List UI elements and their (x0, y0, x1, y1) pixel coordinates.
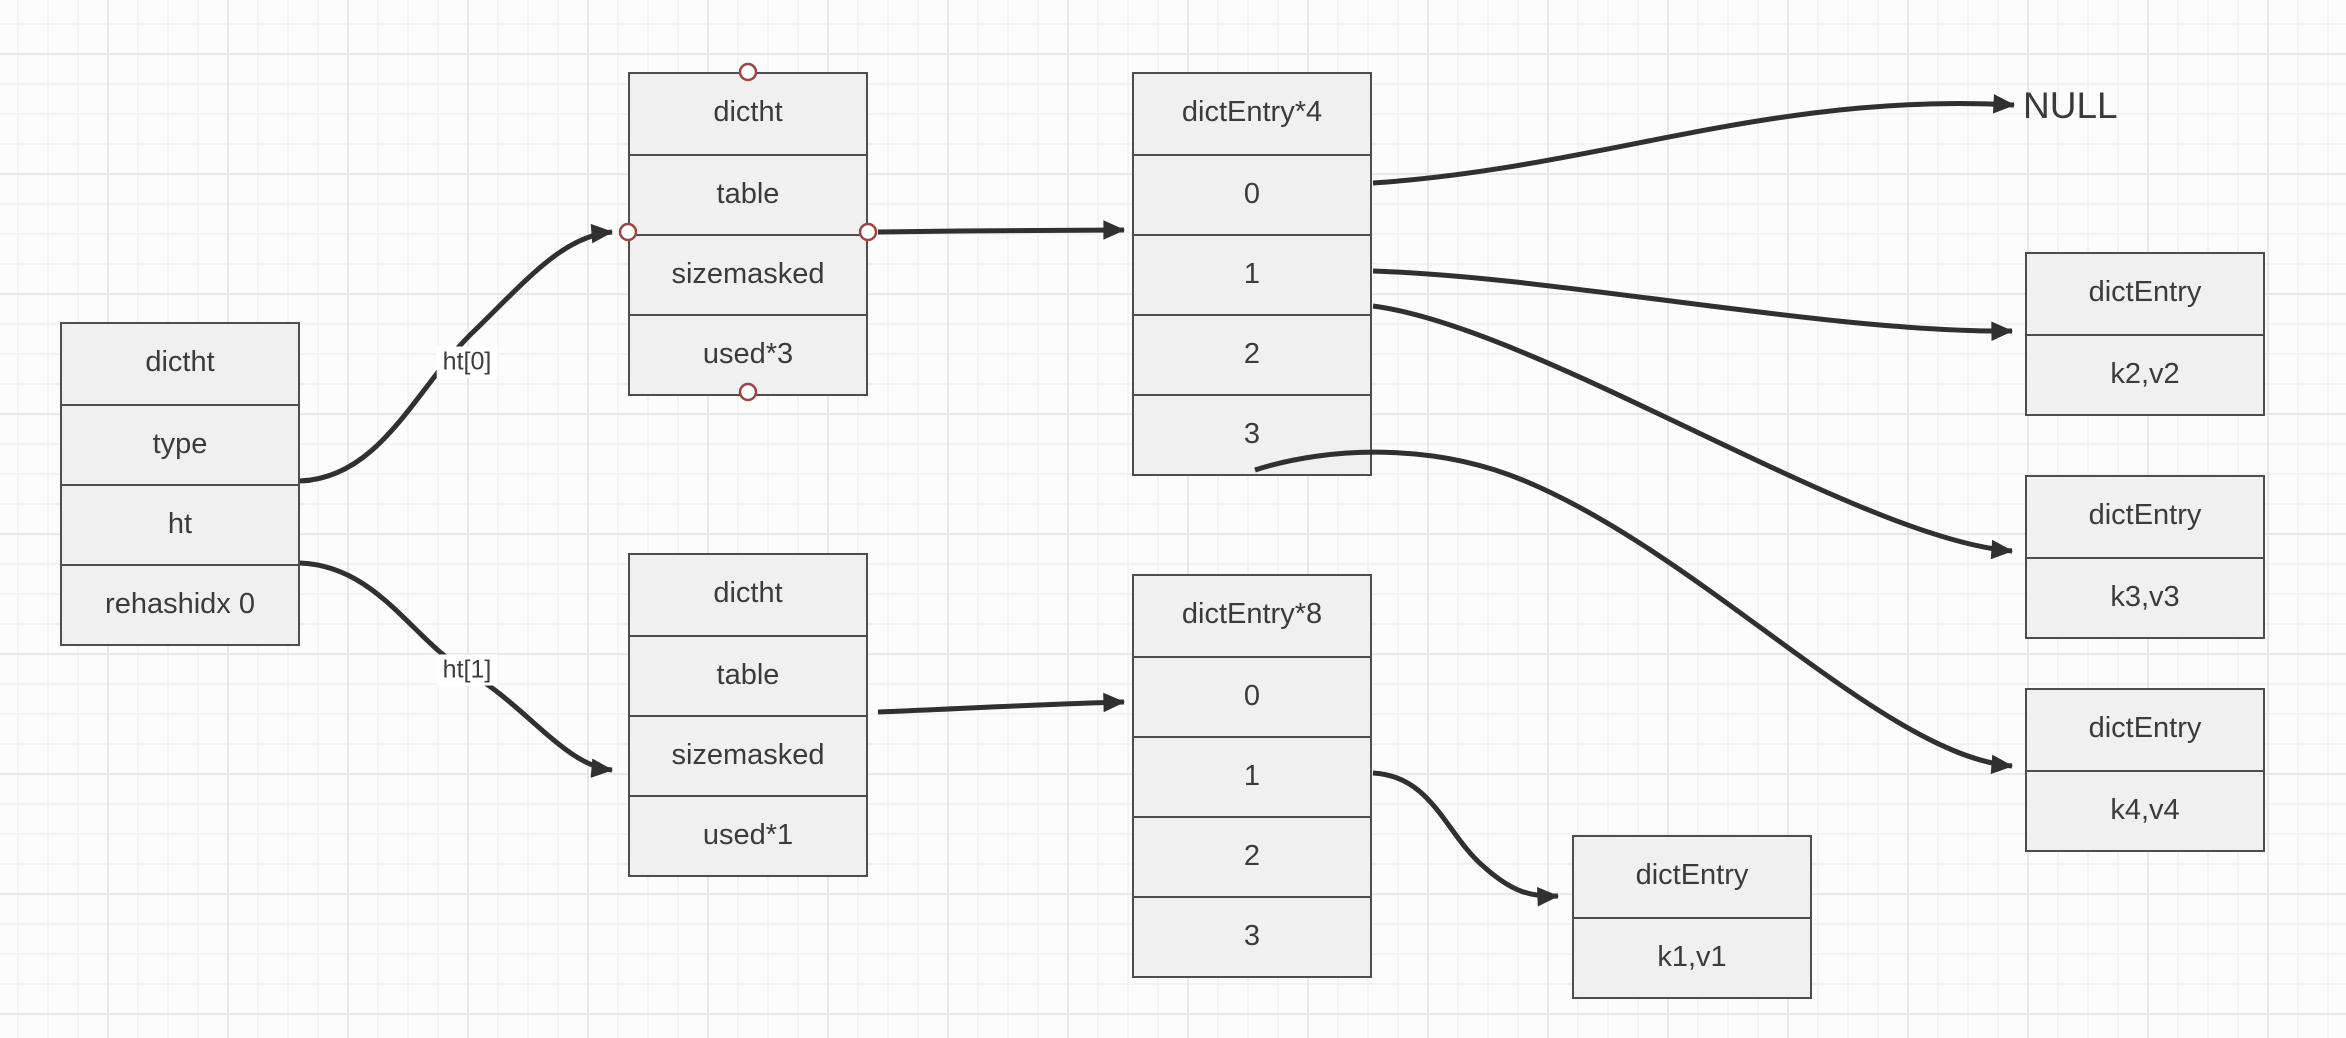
table4-cell-header[interactable]: dictEntry*4 (1181, 96, 1323, 128)
table4-slot-3[interactable]: 3 (1134, 394, 1370, 474)
dict-cell-rehashidx[interactable]: rehashidx 0 (62, 564, 298, 644)
edge-slot2-entry3[interactable] (1372, 303, 2014, 560)
entry2-cell-kv[interactable]: k2,v2 (2027, 334, 2263, 414)
table4-slot-1[interactable]: 1 (1134, 234, 1370, 314)
entry4-cell-kv[interactable]: k4,v4 (2027, 770, 2263, 850)
dict-cell-ht[interactable]: ht (62, 484, 298, 564)
entry1-cell-kv[interactable]: k1,v1 (1574, 917, 1810, 997)
entry4-cell-header[interactable]: dictEntry (2088, 712, 2202, 744)
node-entry3[interactable]: dictEntry k3,v3 (2025, 475, 2265, 639)
node-entry4[interactable]: dictEntry k4,v4 (2025, 688, 2265, 852)
node-table8[interactable]: dictEntry*8 0 1 2 3 (1132, 574, 1372, 978)
dict-cell-header[interactable]: dictht (145, 346, 215, 378)
edge-ht0-table4[interactable] (877, 220, 1126, 240)
ht0-cell-sizemasked[interactable]: sizemasked (630, 234, 866, 314)
ht0-cell-header[interactable]: dictht (713, 96, 783, 128)
entry3-cell-kv[interactable]: k3,v3 (2027, 557, 2263, 637)
table8-slot-3[interactable]: 3 (1134, 896, 1370, 976)
node-dict[interactable]: dictht type ht rehashidx 0 (60, 322, 300, 646)
node-entry1[interactable]: dictEntry k1,v1 (1572, 835, 1812, 999)
node-table4[interactable]: dictEntry*4 0 1 2 3 (1132, 72, 1372, 476)
table8-slot-2[interactable]: 2 (1134, 816, 1370, 896)
ht1-cell-header[interactable]: dictht (713, 577, 783, 609)
edge-label-ht0[interactable]: ht[0] (436, 346, 498, 378)
table8-cell-header[interactable]: dictEntry*8 (1181, 598, 1323, 630)
table4-slot-2[interactable]: 2 (1134, 314, 1370, 394)
edge-label-ht1[interactable]: ht[1] (436, 654, 498, 686)
ht1-cell-sizemasked[interactable]: sizemasked (630, 715, 866, 795)
edge-slot1-entry2[interactable] (1372, 268, 2014, 341)
dict-cell-type[interactable]: type (62, 404, 298, 484)
edge-ht1-table8[interactable] (877, 692, 1126, 715)
entry1-cell-header[interactable]: dictEntry (1635, 859, 1749, 891)
node-ht1[interactable]: dictht table sizemasked used*1 (628, 553, 868, 877)
null-label[interactable]: NULL (2023, 85, 2118, 126)
ht1-cell-table[interactable]: table (630, 635, 866, 715)
table4-slot-0[interactable]: 0 (1134, 154, 1370, 234)
table8-slot-1[interactable]: 1 (1134, 736, 1370, 816)
ht1-cell-used[interactable]: used*1 (630, 795, 866, 875)
edge-slot1-entry1[interactable] (1372, 770, 1560, 907)
entry2-cell-header[interactable]: dictEntry (2088, 276, 2202, 308)
ht0-cell-used[interactable]: used*3 (630, 314, 866, 394)
node-entry2[interactable]: dictEntry k2,v2 (2025, 252, 2265, 416)
edge-slot0-null[interactable] (1372, 94, 2016, 186)
node-ht0[interactable]: dictht table sizemasked used*3 (628, 72, 868, 396)
ht0-cell-table[interactable]: table (630, 154, 866, 234)
table8-slot-0[interactable]: 0 (1134, 656, 1370, 736)
entry3-cell-header[interactable]: dictEntry (2088, 499, 2202, 531)
